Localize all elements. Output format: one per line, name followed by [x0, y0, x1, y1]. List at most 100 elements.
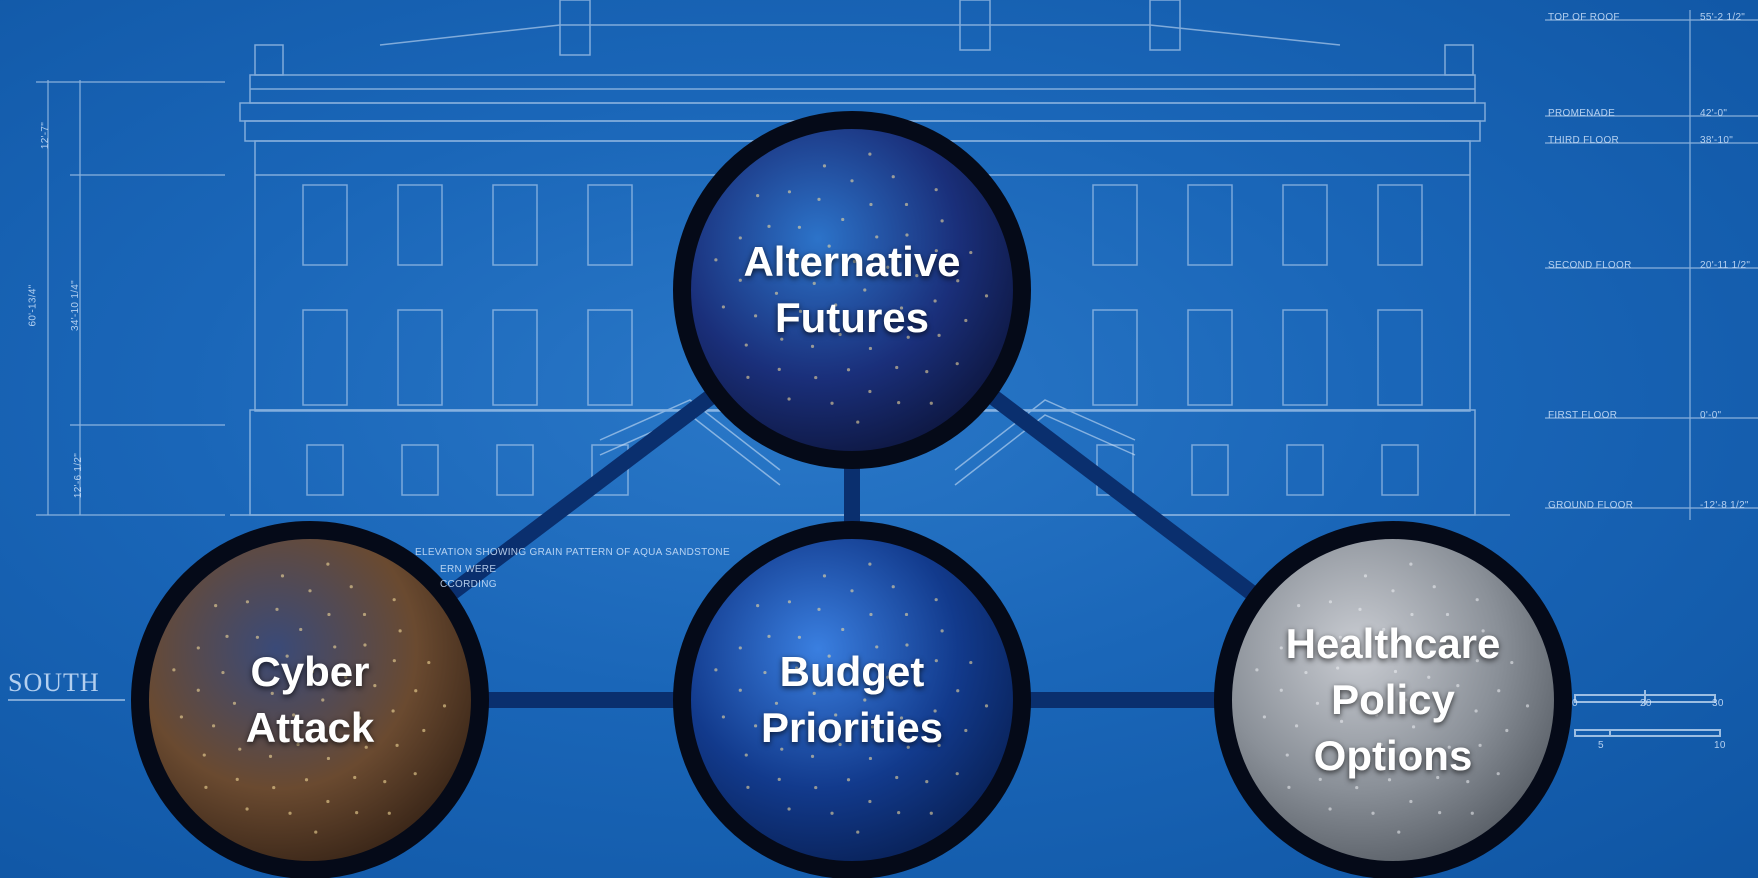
- texture-dot: [1436, 775, 1440, 780]
- texture-dot: [817, 607, 821, 611]
- texture-dot: [1525, 704, 1530, 708]
- texture-dot: [1416, 645, 1420, 649]
- texture-dot: [204, 785, 208, 789]
- texture-dot: [738, 646, 742, 650]
- blueprint-window: [1187, 309, 1233, 406]
- texture-dot: [856, 830, 860, 834]
- blueprint-basement-window: [1381, 444, 1419, 496]
- texture-dot: [1474, 709, 1478, 713]
- texture-dot: [299, 627, 303, 632]
- texture-dot: [296, 742, 300, 747]
- texture-dot: [870, 315, 875, 319]
- texture-dot: [767, 224, 771, 228]
- level-name-1: PROMENADE: [1548, 108, 1616, 119]
- texture-dot: [349, 585, 353, 589]
- texture-dot: [362, 612, 367, 617]
- dim-total: 60'-13/4": [27, 284, 39, 327]
- texture-dot: [1304, 670, 1308, 675]
- texture-dot: [738, 236, 742, 240]
- texture-dot: [255, 635, 259, 639]
- texture-dot: [1262, 715, 1267, 719]
- texture-dot: [746, 375, 750, 379]
- texture-dot: [891, 175, 895, 179]
- texture-dot: [934, 659, 938, 663]
- texture-dot: [304, 778, 309, 782]
- texture-dot: [795, 256, 799, 260]
- texture-dot: [904, 612, 909, 617]
- node-label-cyber-attack: Cyber Attack: [245, 648, 375, 751]
- texture-dot: [214, 604, 218, 608]
- texture-dot: [814, 375, 818, 380]
- texture-dot: [1328, 600, 1333, 604]
- texture-dot: [1318, 777, 1322, 781]
- texture-dot: [1379, 742, 1383, 747]
- texture-dot: [940, 629, 944, 633]
- texture-dot: [327, 612, 331, 617]
- texture-dot: [1279, 646, 1283, 650]
- texture-dot: [753, 314, 758, 318]
- texture-dot: [984, 294, 989, 298]
- texture-dot: [1371, 811, 1375, 815]
- texture-dot: [841, 627, 845, 632]
- texture-dot: [414, 689, 418, 693]
- texture-dot: [955, 362, 959, 366]
- texture-dot: [256, 719, 261, 723]
- texture-dot: [906, 335, 910, 339]
- texture-dot: [1466, 780, 1470, 784]
- blueprint-basement-window: [1191, 444, 1229, 496]
- texture-dot: [875, 235, 879, 239]
- texture-dot: [285, 654, 289, 658]
- texture-dot: [937, 743, 941, 747]
- texture-dot: [827, 244, 831, 248]
- texture-dot: [225, 634, 229, 638]
- texture-dot: [869, 612, 873, 617]
- texture-dot: [1351, 754, 1356, 758]
- texture-dot: [1308, 634, 1312, 638]
- blueprint-window: [587, 309, 633, 406]
- texture-dot: [856, 420, 860, 424]
- texture-dot: [834, 303, 838, 307]
- texture-dot: [221, 670, 225, 675]
- scale-bottom-0: 5: [1598, 740, 1604, 751]
- elevation-label: SOUTH: [8, 668, 100, 697]
- texture-dot: [841, 217, 845, 222]
- texture-dot: [1358, 607, 1362, 611]
- texture-dot: [797, 225, 801, 229]
- texture-dot: [810, 344, 815, 348]
- texture-dot: [756, 194, 760, 198]
- texture-dot: [353, 775, 357, 780]
- node-alternative-futures: [673, 111, 1031, 469]
- texture-dot: [357, 716, 362, 720]
- texture-dot: [1368, 654, 1372, 658]
- texture-dot: [763, 260, 767, 265]
- level-height-5: -12'-8 1/2": [1700, 500, 1749, 511]
- texture-dot: [830, 401, 834, 405]
- texture-dot: [964, 318, 968, 323]
- texture-dot: [1328, 807, 1332, 811]
- texture-dot: [934, 249, 938, 253]
- texture-dot: [1409, 799, 1413, 804]
- texture-dot: [1387, 778, 1392, 782]
- texture-dot: [1285, 753, 1289, 757]
- texture-dot: [1475, 659, 1479, 663]
- texture-dot: [202, 753, 206, 757]
- texture-dot: [333, 645, 337, 649]
- texture-dot: [906, 745, 910, 749]
- texture-dot: [1432, 585, 1436, 589]
- texture-dot: [275, 607, 279, 611]
- node-healthcare-policy-options: [1214, 521, 1572, 878]
- texture-dot: [1321, 747, 1325, 751]
- blueprint-window: [1187, 184, 1233, 266]
- texture-dot: [897, 811, 901, 815]
- texture-dot: [280, 574, 285, 578]
- level-name-3: SECOND FLOOR: [1548, 260, 1632, 271]
- texture-dot: [774, 701, 779, 705]
- texture-dot: [817, 197, 821, 201]
- texture-dot: [1315, 701, 1320, 705]
- texture-dot: [1440, 716, 1445, 720]
- texture-dot: [933, 709, 937, 713]
- level-height-4: 0'-0": [1700, 410, 1722, 421]
- texture-dot: [387, 811, 391, 815]
